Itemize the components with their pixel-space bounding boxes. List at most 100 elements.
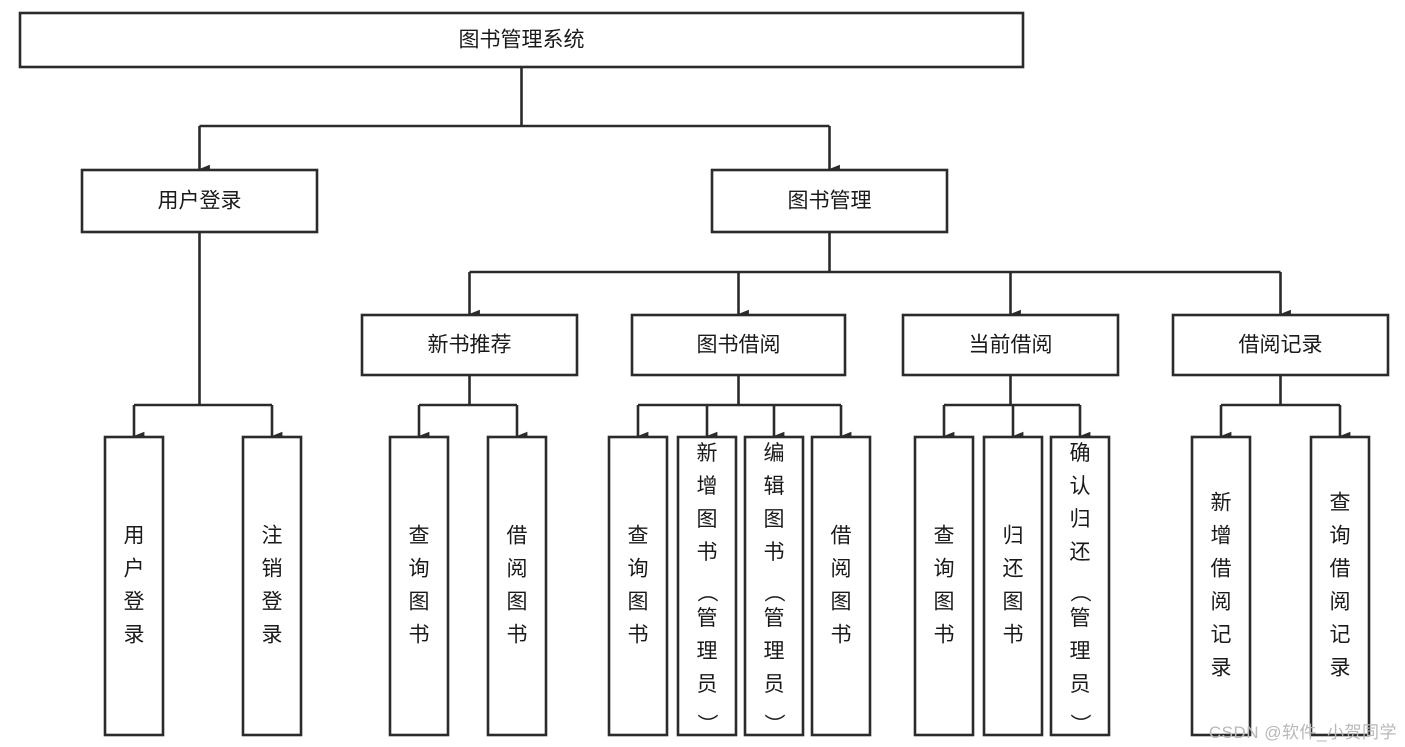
node-label-char: 图	[628, 591, 649, 614]
node-label-char: 管	[697, 607, 718, 630]
node-label-char: 注	[262, 525, 283, 548]
node-label-char: 书	[697, 541, 718, 564]
node-label: 图书管理	[788, 190, 872, 213]
node-label-char: 归	[1003, 525, 1024, 548]
node-label-char: 书	[831, 624, 852, 647]
node-label-char: 书	[628, 624, 649, 647]
node-label: 借阅记录	[1239, 334, 1323, 357]
node-label-char: 询	[934, 558, 955, 581]
node-label-char: 管	[1070, 607, 1091, 630]
node-label-char: 录	[262, 624, 283, 647]
node-label-char: 书	[409, 624, 430, 647]
node-label-char: 录	[124, 624, 145, 647]
node-user-login[interactable]: 用户登录	[80, 168, 319, 234]
node-label-char: 图	[764, 508, 785, 531]
node-label-char: 图	[1003, 591, 1024, 614]
node-label: 用户登录	[158, 190, 242, 213]
node-label-char: 员	[764, 673, 785, 696]
node-label-char: 确	[1070, 442, 1091, 465]
node-label-char: 阅	[1211, 591, 1232, 614]
node-label-char: 图	[409, 591, 430, 614]
node-label-char: 员	[1070, 673, 1091, 696]
node-label: 新书推荐	[428, 334, 512, 357]
node-label-char: 记	[1330, 624, 1351, 647]
node-layer: 图书管理系统用户登录图书管理新书推荐图书借阅当前借阅借阅记录用户登录注销登录查询…	[18, 11, 1390, 737]
node-label-char: 理	[1070, 640, 1091, 663]
node-label-char: 用	[124, 525, 145, 548]
node-label-char: 查	[934, 525, 955, 548]
node-label-char: 借	[507, 525, 528, 548]
node-label: 图书管理系统	[459, 29, 585, 52]
node-label-char: 还	[1070, 541, 1091, 564]
node-label-char: 理	[764, 640, 785, 663]
node-book-manage[interactable]: 图书管理	[710, 168, 949, 234]
node-new-book-rec[interactable]: 新书推荐	[360, 313, 579, 377]
node-label-char: 销	[262, 558, 283, 581]
node-label-char: 理	[697, 640, 718, 663]
node-book-borrow[interactable]: 图书借阅	[630, 313, 847, 377]
node-label-char: 书	[1003, 624, 1024, 647]
node-label-char: 管	[764, 607, 785, 630]
node-current-borrow[interactable]: 当前借阅	[901, 313, 1120, 377]
node-label-char: （	[695, 582, 718, 603]
node-label-char: 辑	[764, 475, 785, 498]
node-label-char: 借	[831, 525, 852, 548]
node-root[interactable]: 图书管理系统	[18, 11, 1025, 69]
node-label-char: 还	[1003, 558, 1024, 581]
connector-layer	[132, 67, 1351, 441]
node-label-char: 增	[697, 475, 718, 498]
node-label-char: 询	[628, 558, 649, 581]
node-leaf-user-login[interactable]: 用户登录	[103, 435, 165, 737]
node-label-char: 录	[1330, 657, 1351, 680]
node-label-char: 书	[764, 541, 785, 564]
node-label-char: ）	[695, 714, 718, 735]
node-label-char: 员	[697, 673, 718, 696]
node-label-char: 图	[831, 591, 852, 614]
node-label-char: 阅	[1330, 591, 1351, 614]
node-label-char: （	[762, 582, 785, 603]
node-label-char: 登	[124, 591, 145, 614]
node-label-char: 询	[409, 558, 430, 581]
node-label-char: 查	[628, 525, 649, 548]
node-label: 图书借阅	[697, 334, 781, 357]
node-label-char: 借	[1330, 558, 1351, 581]
node-label-char: 书	[507, 624, 528, 647]
node-label-char: 归	[1070, 508, 1091, 531]
node-label-char: 新	[697, 442, 718, 465]
node-label-char: 图	[507, 591, 528, 614]
node-label-char: 阅	[507, 558, 528, 581]
node-label-char: 书	[934, 624, 955, 647]
node-borrow-record[interactable]: 借阅记录	[1171, 313, 1390, 377]
node-label-char: 登	[262, 591, 283, 614]
node-label-char: 新	[1211, 492, 1232, 515]
node-label-char: （	[1068, 582, 1091, 603]
node-label-char: 增	[1211, 525, 1232, 548]
node-label-char: 户	[124, 558, 145, 581]
node-label-char: 阅	[831, 558, 852, 581]
node-label-char: 编	[764, 442, 785, 465]
node-label-char: 借	[1211, 558, 1232, 581]
node-label-char: 记	[1211, 624, 1232, 647]
node-label-char: 图	[934, 591, 955, 614]
node-label-char: ）	[1068, 714, 1091, 735]
node-label-char: 认	[1070, 475, 1091, 498]
node-label: 当前借阅	[969, 334, 1053, 357]
node-label-char: ）	[762, 714, 785, 735]
node-label-char: 查	[409, 525, 430, 548]
node-label-char: 询	[1330, 525, 1351, 548]
node-label-char: 录	[1211, 657, 1232, 680]
